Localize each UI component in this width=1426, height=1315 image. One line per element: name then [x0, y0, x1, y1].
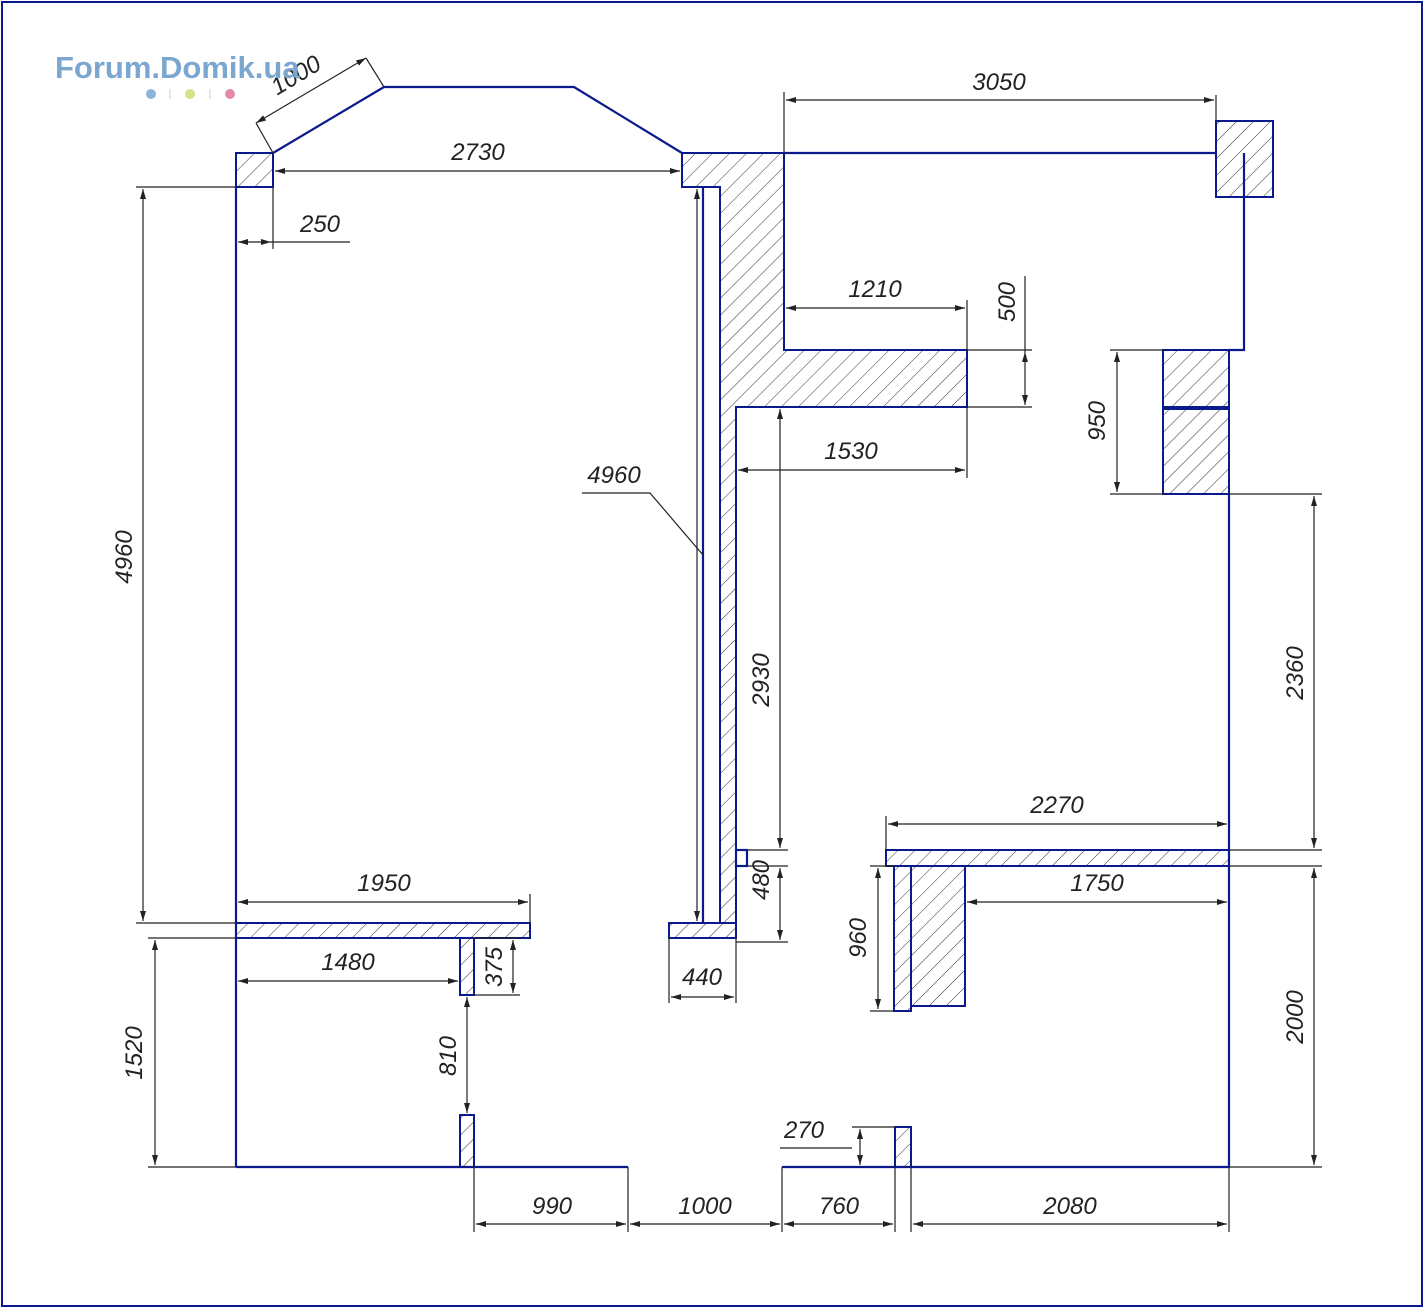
wall-small-notch: [734, 848, 749, 868]
dim-990: 990: [532, 1193, 573, 1220]
watermark-logo: Forum.Domik.ua: [55, 50, 300, 85]
wall-column-top-left: [235, 152, 274, 188]
watermark-dot: [185, 89, 195, 99]
dimension-labels: 1000 2730 3050 250 4960 4960 1210 500 15…: [111, 50, 1309, 1220]
dim-810: 810: [435, 1035, 462, 1076]
dim-left-4960: 4960: [111, 530, 138, 584]
wall-strip-960: [893, 865, 912, 1012]
dim-1950: 1950: [357, 870, 411, 897]
dim-500: 500: [994, 281, 1021, 322]
dim-1530: 1530: [824, 438, 878, 465]
watermark-dot: [146, 89, 156, 99]
wall-right-upper: [1229, 153, 1246, 352]
dim-2930: 2930: [748, 653, 775, 708]
wall-foot-440: [668, 922, 737, 939]
dim-960: 960: [845, 917, 872, 958]
wall-block-960: [910, 865, 966, 1007]
dim-1750: 1750: [1070, 870, 1124, 897]
dim-250: 250: [299, 211, 341, 238]
dim-2080: 2080: [1042, 1193, 1097, 1220]
wall-block-right-upper: [1162, 349, 1230, 408]
wall-stub-375: [459, 937, 475, 996]
wall-block-right-lower: [1162, 408, 1230, 495]
watermark-dot: [225, 89, 235, 99]
dimension-lines: [136, 57, 1322, 1232]
dim-270: 270: [783, 1117, 825, 1144]
wall-stub-bottom-right: [894, 1126, 912, 1168]
wall-partition-right: [885, 849, 1230, 867]
dim-950: 950: [1084, 400, 1111, 441]
dim-2270: 2270: [1029, 792, 1084, 819]
dim-1480: 1480: [321, 949, 375, 976]
wall-partition-bottom-left: [235, 922, 531, 939]
dim-480: 480: [748, 859, 775, 900]
dim-2000: 2000: [1282, 990, 1309, 1045]
wall-stub-bottom-left: [459, 1114, 475, 1168]
wall-central-l-shape: [681, 152, 968, 924]
dim-2360: 2360: [1282, 646, 1309, 701]
dim-top-2730: 2730: [450, 139, 505, 166]
dim-top-3050: 3050: [972, 69, 1026, 96]
wall-bottom-right: [782, 494, 1231, 1169]
dim-440: 440: [682, 964, 723, 991]
dim-inner-4960: 4960: [587, 462, 641, 489]
dim-1520: 1520: [121, 1026, 148, 1080]
dim-1210: 1210: [848, 276, 902, 303]
dim-760: 760: [819, 1193, 860, 1220]
watermark-dots: [146, 89, 235, 99]
hatched-walls: [235, 120, 1274, 1168]
dim-1000: 1000: [678, 1193, 732, 1220]
dim-375: 375: [481, 946, 508, 987]
